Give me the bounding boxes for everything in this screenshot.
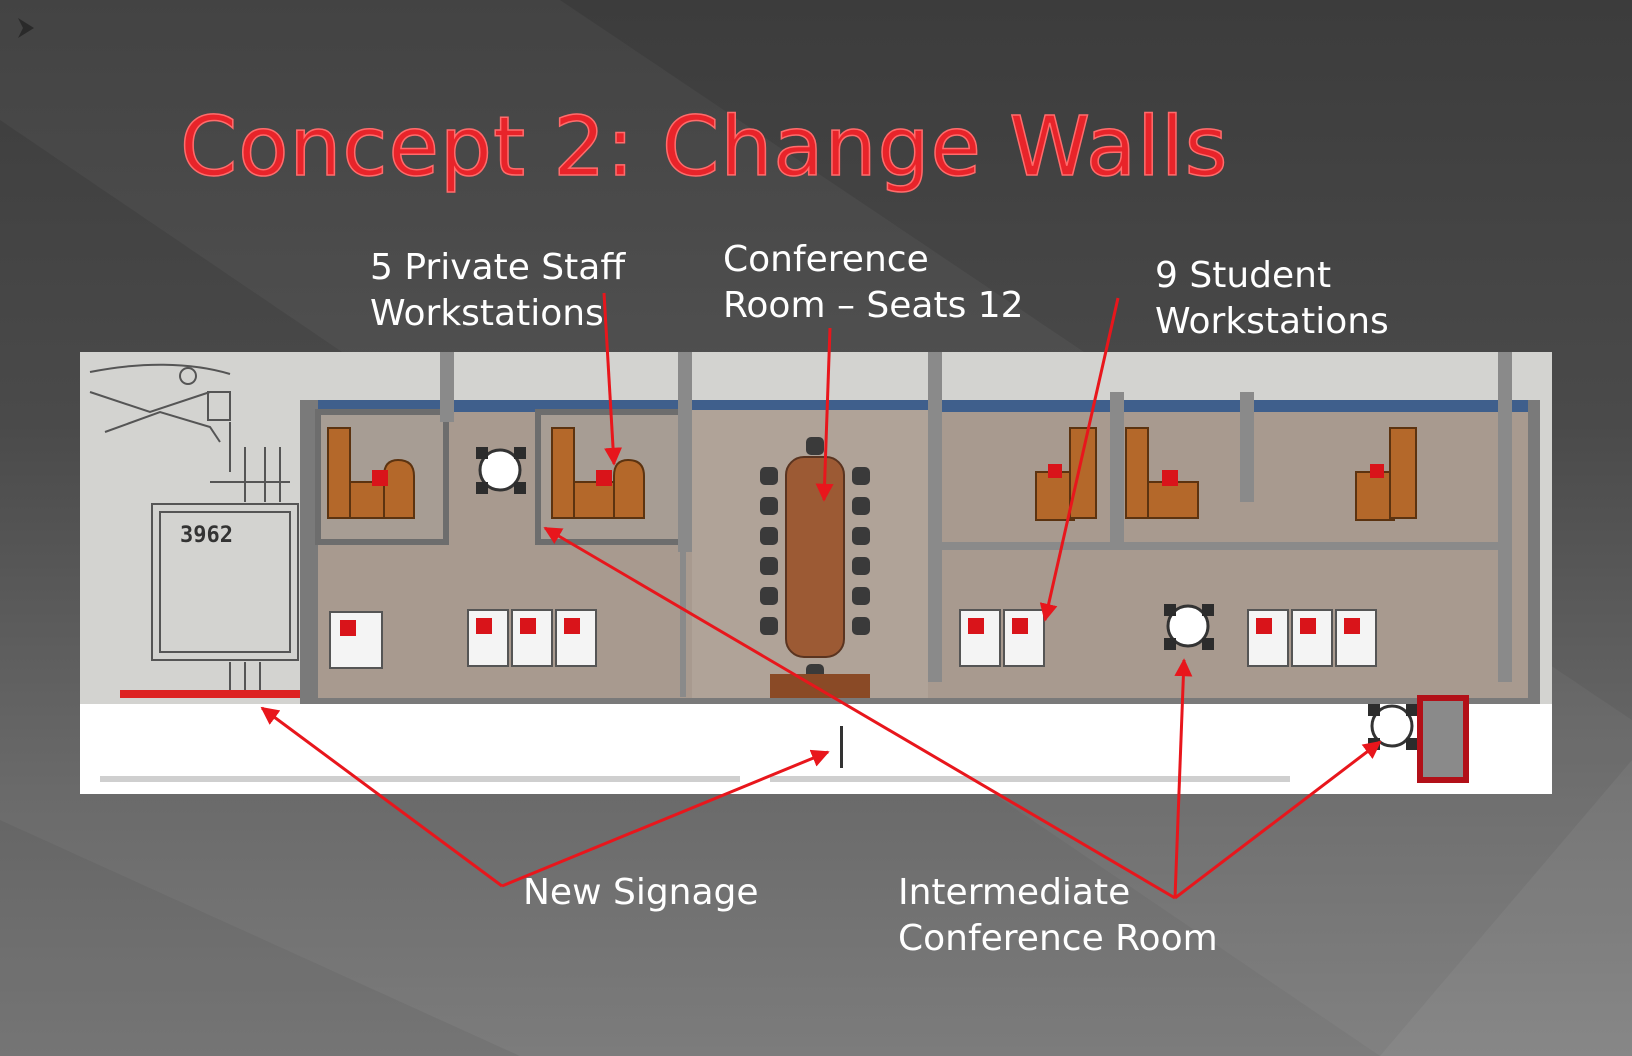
wall	[680, 547, 686, 697]
wall	[1498, 352, 1512, 682]
wall	[928, 352, 942, 682]
callout-intermediate-conference-room: Intermediate Conference Room	[898, 870, 1218, 962]
callout-private-staff-workstations: 5 Private Staff Workstations	[370, 245, 625, 337]
signage-post	[840, 726, 843, 768]
callout-line: Workstations	[370, 293, 604, 334]
floor-plan: 3962	[80, 352, 1552, 794]
callout-line: Room – Seats 12	[723, 285, 1024, 326]
callout-conference-room: Conference Room – Seats 12	[723, 237, 1024, 329]
chevron-bullet-icon	[18, 18, 34, 38]
wall	[1240, 392, 1254, 502]
corridor-sofa	[1417, 695, 1469, 783]
credenza	[770, 674, 870, 698]
callout-line: Workstations	[1155, 301, 1389, 342]
callout-student-workstations: 9 Student Workstations	[1155, 253, 1389, 345]
callout-line: Conference Room	[898, 918, 1218, 959]
conference-table	[785, 456, 845, 658]
wall	[1110, 392, 1124, 542]
callout-new-signage: New Signage	[523, 870, 759, 916]
callout-line: Intermediate	[898, 872, 1131, 913]
room-number: 3962	[180, 523, 233, 548]
new-signage-strip	[120, 690, 300, 698]
callout-line: 9 Student	[1155, 255, 1332, 296]
corridor-lower-wall	[770, 776, 1290, 782]
wall	[440, 352, 454, 422]
wall	[678, 352, 692, 552]
callout-line: Conference	[723, 239, 929, 280]
existing-room-drawing	[89, 363, 299, 697]
callout-line: New Signage	[523, 872, 759, 913]
slide-title: Concept 2: Change Walls	[179, 99, 1229, 196]
round-tables	[478, 448, 1414, 748]
callout-line: 5 Private Staff	[370, 247, 626, 288]
corridor-lower-wall	[100, 776, 740, 782]
wall	[940, 542, 1500, 550]
